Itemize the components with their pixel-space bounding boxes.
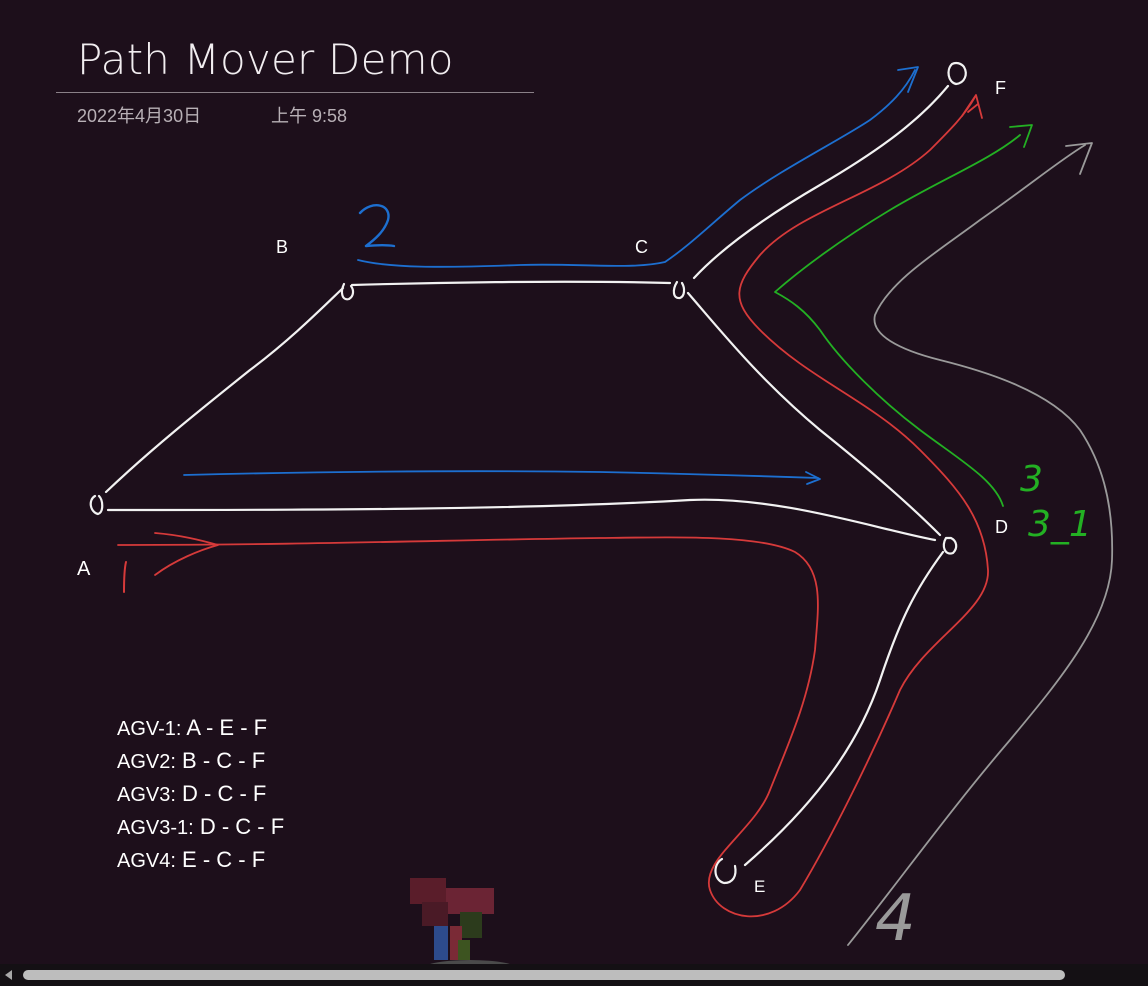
legend-agv-route: D - C - F	[182, 781, 267, 806]
route-3: 3 3_1	[774, 124, 1092, 545]
route-1	[117, 94, 989, 918]
legend-agv-route: A - E - F	[186, 715, 268, 740]
legend-entry-agv-1: AGV-1: A - E - F	[117, 712, 284, 745]
track-a-b	[104, 286, 345, 494]
track-b-c	[350, 280, 672, 287]
route-1-arrow-tail	[154, 532, 219, 576]
route-3-label: 3	[1020, 459, 1043, 500]
node-marker-d	[942, 536, 958, 555]
track-c-f	[692, 84, 950, 280]
legend-agv-name: AGV3:	[117, 784, 176, 806]
legend-agv-route: B - C - F	[182, 748, 266, 773]
legend-entry-agv2: AGV2: B - C - F	[117, 745, 284, 778]
node-labels: A B C D E F	[77, 78, 1008, 896]
legend-agv-name: AGV-1:	[117, 718, 182, 740]
route-2-lower-line	[183, 470, 819, 479]
route-2-top-line	[357, 69, 916, 268]
node-label-e: E	[754, 877, 765, 896]
page-title: Path Mover Demo	[77, 35, 454, 84]
route-1-digit	[123, 561, 127, 593]
node-marker-a	[89, 494, 104, 516]
horizontal-scrollbar[interactable]	[0, 964, 1148, 986]
scrollbar-thumb[interactable]	[23, 970, 1065, 980]
route-4-arrowhead	[1065, 142, 1093, 175]
route-1-arrow-head	[961, 94, 983, 119]
node-marker-e	[714, 857, 737, 885]
node-label-c: C	[635, 237, 648, 257]
legend-entry-agv3: AGV3: D - C - F	[117, 778, 284, 811]
agv-route-legend: AGV-1: A - E - F AGV2: B - C - F AGV3: D…	[117, 712, 284, 877]
legend-agv-route: D - C - F	[199, 814, 285, 839]
track-network	[104, 84, 950, 867]
route-3-1-label: 3_1	[1028, 504, 1092, 545]
route-2-lower-arrowhead	[805, 471, 821, 485]
route-2-digit	[358, 204, 396, 248]
track-a-d	[106, 498, 937, 542]
legend-agv-name: AGV2:	[117, 751, 176, 773]
route-3-line	[774, 134, 1021, 507]
route-4: 4	[847, 142, 1114, 956]
route-4-line	[847, 144, 1114, 946]
page-date: 2022年4月30日	[77, 106, 202, 126]
page-time: 上午 9:58	[271, 106, 348, 126]
node-label-a: A	[77, 558, 91, 580]
legend-agv-name: AGV3-1:	[117, 817, 194, 839]
legend-entry-agv3-1: AGV3-1: D - C - F	[117, 811, 284, 844]
legend-agv-route: E - C - F	[182, 847, 266, 872]
track-d-e	[743, 550, 945, 867]
node-markers	[89, 61, 967, 885]
route-2	[183, 66, 919, 485]
caret-left-icon[interactable]	[5, 970, 12, 980]
legend-entry-agv4: AGV4: E - C - F	[117, 844, 284, 877]
node-label-b: B	[276, 237, 288, 257]
title-divider	[56, 92, 534, 93]
node-marker-f	[947, 61, 967, 86]
node-marker-b	[340, 282, 355, 301]
track-c-d	[686, 291, 942, 537]
route-4-label: 4	[875, 882, 916, 956]
node-label-d: D	[995, 517, 1008, 537]
route-3-arrowhead	[1009, 124, 1033, 148]
route-2-top-arrowhead	[897, 66, 919, 93]
node-label-f: F	[995, 78, 1006, 98]
legend-agv-name: AGV4:	[117, 850, 176, 872]
route-1-line	[117, 96, 989, 918]
node-marker-c	[672, 280, 686, 300]
